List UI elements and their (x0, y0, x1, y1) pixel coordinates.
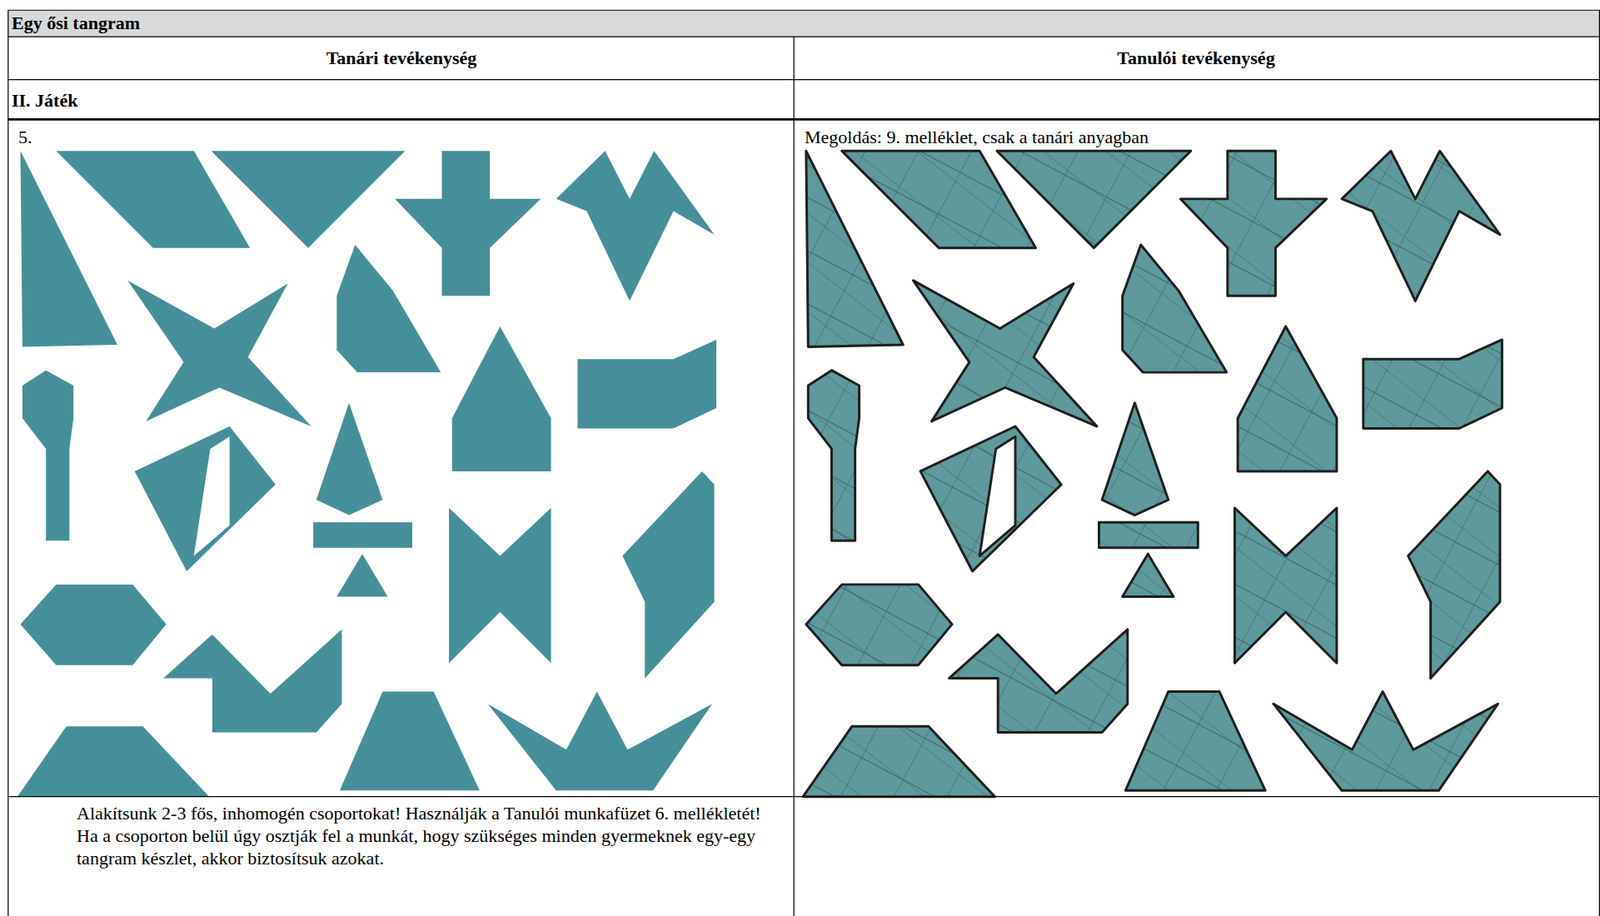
column-header: Tanulói tevékenység (796, 46, 1596, 70)
column-header: Tanári tevékenység (9, 46, 793, 70)
task-number: 5. (18, 125, 185, 149)
table-title: Egy ősi tangram (11, 11, 762, 35)
solution-note: Megoldás: 9. melléklet, csak a tanári an… (804, 125, 1555, 149)
instruction-text: Alakítsunk 2-3 fős, inhomogén csoportoka… (76, 802, 785, 870)
section-heading: II. Játék (11, 89, 762, 112)
